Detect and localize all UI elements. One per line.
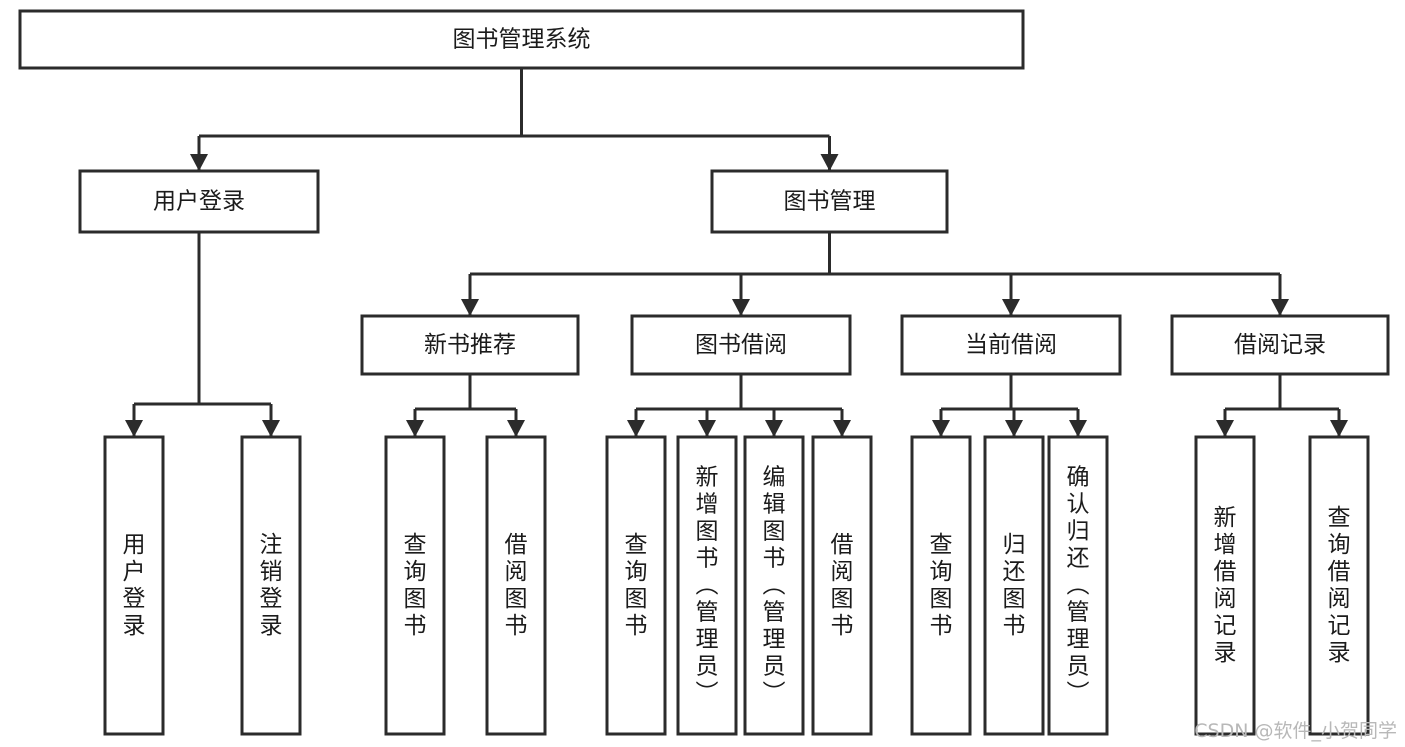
arrow-head-icon	[262, 420, 280, 437]
node-user-login[interactable]: 用户登录	[78, 169, 320, 234]
node-label-leaf-edit-book-admin: 编辑图书︵管理员︶	[763, 465, 786, 707]
node-box-leaf-confirm-return-admin	[1047, 435, 1109, 736]
node-box-leaf-query-book-2	[605, 435, 667, 736]
node-label-root: 图书管理系统	[453, 27, 591, 53]
connector-layer	[125, 68, 1348, 437]
node-label-leaf-query-borrow-record: 查询借阅记录	[1328, 505, 1351, 666]
node-leaf-borrow-book-1[interactable]: 借阅图书	[485, 435, 547, 736]
node-box-root	[18, 9, 1025, 70]
node-label-leaf-borrow-book-1: 借阅图书	[505, 532, 528, 639]
node-new-book-recommend[interactable]: 新书推荐	[360, 314, 580, 376]
node-box-leaf-add-book-admin	[676, 435, 738, 736]
node-box-leaf-user-logout	[240, 435, 302, 736]
arrow-head-icon	[932, 420, 950, 437]
node-box-leaf-borrow-book-1	[485, 435, 547, 736]
arrow-head-icon	[1002, 299, 1020, 316]
arrow-head-icon	[732, 299, 750, 316]
node-label-borrow-record: 借阅记录	[1234, 332, 1326, 358]
node-book-manage[interactable]: 图书管理	[710, 169, 949, 234]
arrow-head-icon	[1330, 420, 1348, 437]
node-label-leaf-query-book-1: 查询图书	[404, 532, 427, 639]
node-box-leaf-add-borrow-record	[1194, 435, 1256, 736]
node-label-leaf-confirm-return-admin: 确认归还︵管理员︶	[1067, 465, 1090, 707]
node-root[interactable]: 图书管理系统	[18, 9, 1025, 70]
arrow-head-icon	[1069, 420, 1087, 437]
arrow-head-icon	[190, 154, 208, 171]
node-leaf-query-book-2[interactable]: 查询图书	[605, 435, 667, 736]
node-label-new-book-recommend: 新书推荐	[424, 332, 516, 358]
arrow-head-icon	[406, 420, 424, 437]
arrow-head-icon	[1216, 420, 1234, 437]
node-leaf-return-book[interactable]: 归还图书	[983, 435, 1045, 736]
node-box-new-book-recommend	[360, 314, 580, 376]
arrow-head-icon	[833, 420, 851, 437]
node-leaf-add-book-admin[interactable]: 新增图书︵管理员︶	[676, 435, 738, 736]
node-box-leaf-borrow-book-2	[811, 435, 873, 736]
node-box-current-borrow	[900, 314, 1122, 376]
node-leaf-confirm-return-admin[interactable]: 确认归还︵管理员︶	[1047, 435, 1109, 736]
node-box-book-borrow	[630, 314, 852, 376]
node-label-current-borrow: 当前借阅	[965, 332, 1057, 358]
node-box-leaf-user-login	[103, 435, 165, 736]
node-label-leaf-add-borrow-record: 新增借阅记录	[1214, 505, 1237, 666]
arrow-head-icon	[820, 154, 839, 171]
node-book-borrow[interactable]: 图书借阅	[630, 314, 852, 376]
node-label-leaf-add-book-admin: 新增图书︵管理员︶	[696, 465, 719, 707]
node-box-user-login	[78, 169, 320, 234]
node-box-leaf-edit-book-admin	[743, 435, 805, 736]
node-label-leaf-user-logout: 注销登录	[260, 532, 283, 639]
node-leaf-add-borrow-record[interactable]: 新增借阅记录	[1194, 435, 1256, 736]
arrow-head-icon	[1271, 299, 1289, 316]
node-leaf-query-borrow-record[interactable]: 查询借阅记录	[1308, 435, 1370, 736]
node-label-leaf-return-book: 归还图书	[1003, 532, 1026, 639]
node-box-leaf-query-book-3	[910, 435, 972, 736]
node-leaf-user-login[interactable]: 用户登录	[103, 435, 165, 736]
arrow-head-icon	[125, 420, 143, 437]
node-box-leaf-query-borrow-record	[1308, 435, 1370, 736]
node-label-book-manage: 图书管理	[784, 189, 876, 215]
csdn-watermark: CSDN @软件_小贺同学	[1194, 720, 1397, 742]
node-label-leaf-borrow-book-2: 借阅图书	[831, 532, 854, 639]
node-label-book-borrow: 图书借阅	[695, 332, 787, 358]
node-box-borrow-record	[1170, 314, 1390, 376]
node-box-leaf-query-book-1	[384, 435, 446, 736]
arrow-head-icon	[461, 299, 479, 316]
node-leaf-edit-book-admin[interactable]: 编辑图书︵管理员︶	[743, 435, 805, 736]
node-layer: 图书管理系统用户登录图书管理新书推荐图书借阅当前借阅借阅记录用户登录注销登录查询…	[18, 9, 1390, 736]
node-leaf-user-logout[interactable]: 注销登录	[240, 435, 302, 736]
node-leaf-query-book-1[interactable]: 查询图书	[384, 435, 446, 736]
arrow-head-icon	[765, 420, 783, 437]
arrow-head-icon	[1005, 420, 1023, 437]
node-label-leaf-query-book-3: 查询图书	[930, 532, 953, 639]
node-leaf-borrow-book-2[interactable]: 借阅图书	[811, 435, 873, 736]
arrow-head-icon	[627, 420, 645, 437]
node-label-leaf-query-book-2: 查询图书	[625, 532, 648, 639]
node-borrow-record[interactable]: 借阅记录	[1170, 314, 1390, 376]
node-label-user-login: 用户登录	[153, 189, 245, 215]
node-box-leaf-return-book	[983, 435, 1045, 736]
node-leaf-query-book-3[interactable]: 查询图书	[910, 435, 972, 736]
node-current-borrow[interactable]: 当前借阅	[900, 314, 1122, 376]
arrow-head-icon	[698, 420, 716, 437]
node-label-leaf-user-login: 用户登录	[123, 532, 146, 639]
node-box-book-manage	[710, 169, 949, 234]
arrow-head-icon	[507, 420, 525, 437]
